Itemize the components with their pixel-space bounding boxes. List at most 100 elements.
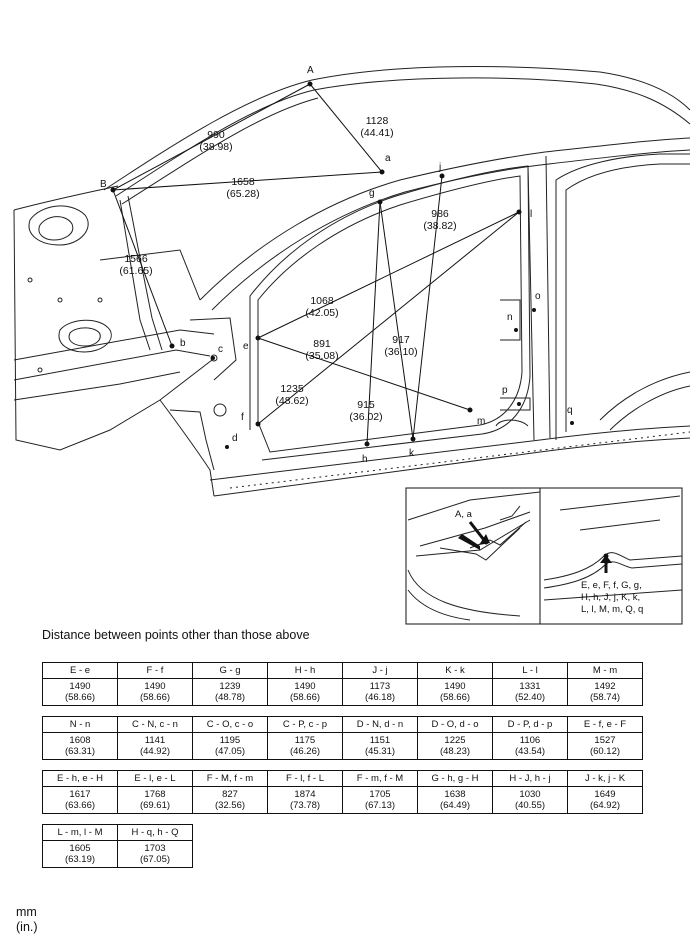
- table-cell-label: G - h, g - H: [417, 770, 493, 787]
- body-dimension-diagram: A a B b c d e f g h j k l m n o p q 990 …: [13, 65, 691, 625]
- inset-right-label-3: L, l, M, m, Q, q: [581, 604, 643, 615]
- point-label-g: g: [369, 188, 375, 199]
- dim-891-mm: 891: [313, 338, 331, 350]
- dim-917-mm: 917: [392, 334, 410, 346]
- value-in: (52.40): [514, 692, 546, 703]
- table-cell-label: L - m, l - M: [42, 824, 118, 841]
- point-label-c: c: [218, 344, 223, 355]
- point-p-dot: [517, 402, 521, 406]
- point-label-k: k: [409, 448, 415, 459]
- value-mm: 1331: [519, 681, 541, 692]
- value-mm: 1617: [69, 789, 91, 800]
- measurement-lines: [112, 83, 520, 445]
- value-mm: 1490: [144, 681, 166, 692]
- point-label-o: o: [535, 291, 541, 302]
- units-legend: mm (in.): [16, 905, 38, 935]
- table-cell-value: 1608(63.31): [42, 732, 118, 760]
- point-label-p: p: [502, 385, 508, 396]
- table-value-row: 1617(63.66) 1768(69.61) 827(32.56) 1874(…: [42, 786, 643, 814]
- value-mm: 1141: [144, 735, 166, 746]
- point-label-B: B: [100, 179, 107, 190]
- table-cell-label: F - m, f - M: [342, 770, 418, 787]
- dim-1566-mm: 1566: [124, 253, 148, 265]
- dim-1566-in: (61.65): [119, 265, 152, 277]
- table-cell-value: 1617(63.66): [42, 786, 118, 814]
- value-in: (45.31): [364, 746, 396, 757]
- value-mm: 1874: [294, 789, 316, 800]
- dim-1068-mm: 1068: [310, 295, 334, 307]
- value-mm: 827: [222, 789, 238, 800]
- point-k-dot: [410, 436, 416, 442]
- value-mm: 1649: [594, 789, 616, 800]
- dim-990-mm: 990: [207, 129, 225, 141]
- table-cell-label: H - h: [267, 662, 343, 679]
- value-in: (58.66): [439, 692, 471, 703]
- table-cell-value: 1874(73.78): [267, 786, 343, 814]
- value-mm: 1106: [519, 735, 541, 746]
- distance-table-3: E - h, e - H E - l, e - L F - M, f - m F…: [42, 770, 643, 814]
- point-n-dot: [514, 328, 518, 332]
- value-in: (67.05): [139, 854, 171, 865]
- value-in: (63.66): [64, 800, 96, 811]
- table-cell-label: C - N, c - n: [117, 716, 193, 733]
- value-in: (73.78): [289, 800, 321, 811]
- value-in: (48.23): [439, 746, 471, 757]
- value-in: (44.92): [139, 746, 171, 757]
- dim-1068-in: (42.05): [305, 307, 338, 319]
- dim-1658-mm: 1658: [231, 176, 255, 188]
- dim-1235-mm: 1235: [280, 383, 304, 395]
- value-mm: 1225: [444, 735, 466, 746]
- table-cell-label: H - q, h - Q: [117, 824, 193, 841]
- table-cell-value: 1605(63.19): [42, 840, 118, 868]
- table-cell-value: 1490(58.66): [267, 678, 343, 706]
- value-in: (58.66): [64, 692, 96, 703]
- table-cell-value: 1173(46.18): [342, 678, 418, 706]
- point-h-dot: [364, 441, 370, 447]
- inset-right-label-1: E, e, F, f, G, g,: [581, 580, 642, 591]
- table-cell-label: E - h, e - H: [42, 770, 118, 787]
- point-q-dot: [570, 421, 574, 425]
- dim-915-mm: 915: [357, 399, 375, 411]
- table-cell-label: D - O, d - o: [417, 716, 493, 733]
- table-cell-value: 1151(45.31): [342, 732, 418, 760]
- units-in: (in.): [16, 920, 38, 934]
- value-in: (69.61): [139, 800, 171, 811]
- table-cell-label: E - f, e - F: [567, 716, 643, 733]
- table-cell-value: 1527(60.12): [567, 732, 643, 760]
- table-cell-label: E - l, e - L: [117, 770, 193, 787]
- value-in: (63.19): [64, 854, 96, 865]
- vehicle-body-outline: [13, 66, 691, 497]
- value-mm: 1490: [294, 681, 316, 692]
- dim-1235-in: (48.62): [275, 395, 308, 407]
- table-cell-value: 1225(48.23): [417, 732, 493, 760]
- table-cell-value: 1705(67.13): [342, 786, 418, 814]
- distance-table-4: L - m, l - M H - q, h - Q 1605(63.19) 17…: [42, 824, 193, 868]
- point-A-dot: [307, 81, 313, 87]
- value-in: (47.05): [214, 746, 246, 757]
- value-in: (58.66): [139, 692, 171, 703]
- point-label-b: b: [180, 338, 186, 349]
- value-mm: 1490: [69, 681, 91, 692]
- value-in: (60.12): [589, 746, 621, 757]
- table-header-row: N - n C - N, c - n C - O, c - o C - P, c…: [42, 716, 643, 733]
- table-cell-value: 1106(43.54): [492, 732, 568, 760]
- point-label-A: A: [307, 65, 314, 76]
- point-g-dot: [377, 199, 383, 205]
- table-cell-value: 1703(67.05): [117, 840, 193, 868]
- value-in: (40.55): [514, 800, 546, 811]
- table-cell-value: 1175(46.26): [267, 732, 343, 760]
- distance-table-2: N - n C - N, c - n C - O, c - o C - P, c…: [42, 716, 643, 760]
- point-l-dot: [516, 209, 522, 215]
- value-mm: 1173: [369, 681, 391, 692]
- table-cell-value: 1768(69.61): [117, 786, 193, 814]
- table-cell-label: N - n: [42, 716, 118, 733]
- value-in: (48.78): [214, 692, 246, 703]
- value-in: (64.92): [589, 800, 621, 811]
- table-cell-label: D - N, d - n: [342, 716, 418, 733]
- table-cell-value: 1331(52.40): [492, 678, 568, 706]
- table-cell-value: 1141(44.92): [117, 732, 193, 760]
- value-mm: 1608: [69, 735, 91, 746]
- point-o-dot: [532, 308, 536, 312]
- dimension-labels: 990 (38.98) 1128 (44.41) 1658 (65.28) 15…: [119, 115, 456, 423]
- table-cell-label: D - P, d - p: [492, 716, 568, 733]
